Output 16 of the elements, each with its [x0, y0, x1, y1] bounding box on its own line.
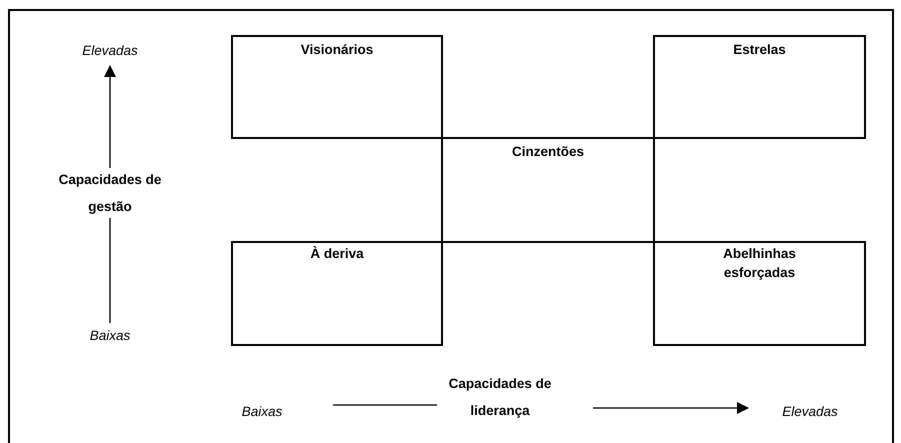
quadrant-box: [653, 35, 866, 139]
quadrant-title: Cinzentões: [510, 143, 585, 161]
quadrant-title: Visionários: [300, 41, 374, 59]
quadrant-title: À deriva: [309, 245, 365, 263]
quadrant-box: [231, 241, 443, 346]
quadrant-title: Abelhinhas esforçadas: [722, 245, 797, 282]
quadrant-region: [441, 137, 655, 243]
axis-end-label: Baixas: [240, 403, 284, 421]
axis-end-label: Elevadas: [81, 42, 139, 60]
axis-end-label: Baixas: [88, 327, 132, 345]
axis-title: Capacidades de liderança: [448, 375, 552, 420]
axis-end-label: Elevadas: [781, 403, 839, 421]
quadrant-title: Estrelas: [732, 41, 787, 59]
quadrant-box: [653, 241, 866, 346]
quadrant-box: [231, 35, 443, 139]
axis-title: Capacidades de gestão: [58, 171, 162, 216]
